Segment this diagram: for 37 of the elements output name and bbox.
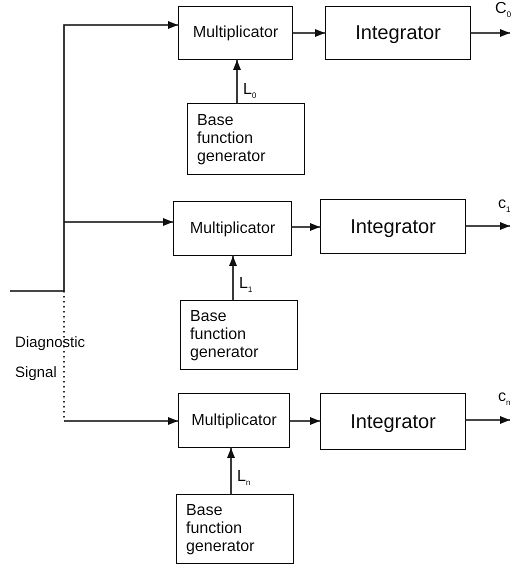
- edge-label: c$_{1}$: [497, 196, 512, 214]
- edge-label: L$_{n}$: [236, 469, 252, 488]
- arrow: [229, 256, 237, 300]
- multiplier-box: [178, 6, 293, 60]
- node-text: Base function generator: [197, 112, 266, 166]
- node-text: Integrator: [355, 22, 441, 44]
- generator-box: [180, 300, 298, 370]
- arrow: [227, 448, 235, 494]
- arrow: [466, 222, 510, 230]
- signal-label: Diagnostic Signal: [15, 333, 86, 383]
- edge-label: C$_{0}$: [494, 1, 512, 20]
- integrator-box: [320, 393, 466, 450]
- edge-label: L$_{1}$: [238, 276, 254, 294]
- arrow: [10, 21, 178, 292]
- arrow: [63, 291, 178, 425]
- node-text: Multiplicator: [191, 412, 277, 430]
- arrow: [293, 29, 325, 37]
- edge-label: c$_{n}$: [497, 389, 512, 408]
- multiplier-box: [178, 393, 290, 448]
- generator-box: [187, 103, 305, 175]
- arrow: [233, 60, 241, 103]
- generator-box: [176, 494, 294, 564]
- node-text: Integrator: [350, 410, 436, 432]
- node-text: Base function generator: [190, 308, 260, 362]
- integrator-box: [320, 199, 466, 254]
- arrow: [466, 416, 510, 424]
- arrow: [64, 218, 173, 226]
- node-text: Multiplicator: [190, 220, 276, 238]
- arrow: [292, 223, 320, 231]
- multiplier-box: [173, 201, 292, 256]
- arrow: [290, 417, 320, 425]
- node-text: Multiplicator: [192, 24, 278, 42]
- integrator-box: [325, 6, 471, 60]
- node-text: Integrator: [350, 216, 436, 238]
- node-text: Base function generator: [186, 502, 256, 556]
- arrow: [471, 29, 510, 37]
- edge-label: L$_{0}$: [242, 82, 258, 100]
